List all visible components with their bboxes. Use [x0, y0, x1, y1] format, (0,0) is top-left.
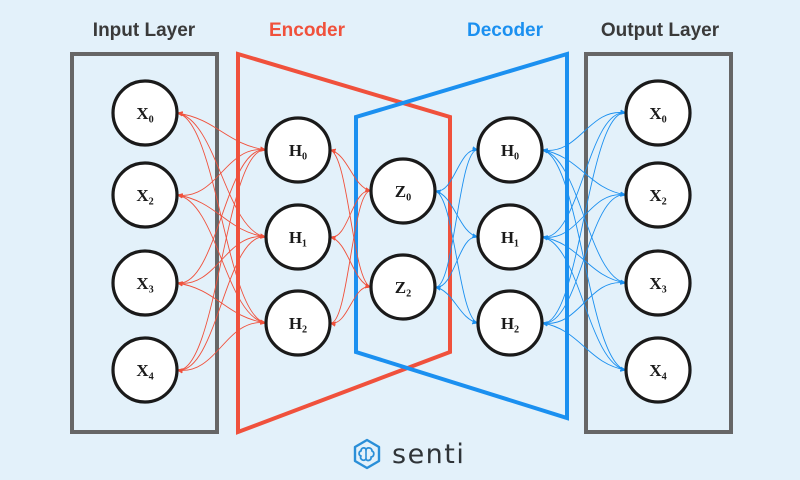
connection-arrow — [176, 146, 267, 374]
brain-icon — [353, 438, 381, 470]
connection-arrow — [434, 189, 479, 325]
node-label: X₄ — [649, 361, 666, 380]
node-label: X₃ — [136, 274, 153, 293]
decoder-hidden-node: H₂ — [476, 289, 544, 357]
encoder-hidden-node: H₀ — [264, 116, 332, 184]
brand-name: senti — [392, 438, 466, 470]
input-node: X₂ — [111, 161, 179, 229]
output-node: X₃ — [624, 249, 692, 317]
node-circle — [264, 203, 332, 271]
connection-arrow — [176, 111, 267, 325]
encoder-title: Encoder — [268, 20, 346, 41]
input-node: X₀ — [111, 79, 179, 147]
connection-arrow — [176, 319, 267, 374]
connection-arrow — [434, 146, 479, 195]
node-label: H₁ — [501, 228, 519, 247]
node-circle — [264, 289, 332, 357]
connection-arrow — [434, 233, 479, 291]
latent-node: Z₀ — [369, 157, 437, 225]
node-label: X₄ — [136, 361, 153, 380]
decoder-hidden-node: H₁ — [476, 203, 544, 271]
node-label: X₂ — [649, 186, 666, 205]
latent-node: Z₂ — [369, 253, 437, 321]
connections — [176, 109, 627, 374]
node-label: H₀ — [289, 141, 307, 160]
node-label: H₁ — [289, 228, 307, 247]
output-layer-title: Output Layer — [600, 20, 720, 41]
node-circle — [624, 79, 692, 147]
node-label: H₀ — [501, 141, 519, 160]
node-circle — [624, 161, 692, 229]
node-label: H₂ — [501, 314, 519, 333]
input-node: X₄ — [111, 336, 179, 404]
node-circle — [369, 253, 437, 321]
node-circle — [624, 336, 692, 404]
node-label: X₀ — [136, 104, 153, 123]
encoder-hidden-node: H₁ — [264, 203, 332, 271]
connection-arrow — [541, 321, 627, 372]
node-label: X₂ — [136, 186, 153, 205]
node-circle — [111, 79, 179, 147]
node-label: X₃ — [649, 274, 666, 293]
node-circle — [264, 116, 332, 184]
node-circle — [476, 289, 544, 357]
brand-logo: senti — [350, 436, 465, 472]
node-label: Z₂ — [395, 278, 411, 297]
decoder-title: Decoder — [466, 20, 544, 41]
output-node: X₀ — [624, 79, 692, 147]
input-node: X₃ — [111, 249, 179, 317]
connection-arrow — [329, 187, 372, 241]
node-circle — [111, 336, 179, 404]
connection-arrow — [176, 146, 267, 199]
connection-arrow — [329, 283, 372, 327]
input-layer-title: Input Layer — [92, 20, 196, 41]
output-node: X₄ — [624, 336, 692, 404]
output-node: X₂ — [624, 161, 692, 229]
node-circle — [369, 157, 437, 225]
node-circle — [476, 116, 544, 184]
connection-arrow — [176, 146, 267, 287]
connection-arrow — [434, 285, 479, 325]
connection-arrow — [176, 111, 267, 152]
node-circle — [111, 161, 179, 229]
node-circle — [476, 203, 544, 271]
decoder-hidden-node: H₀ — [476, 116, 544, 184]
node-label: Z₀ — [395, 182, 411, 201]
node-label: H₂ — [289, 314, 307, 333]
connection-arrow — [329, 187, 372, 327]
node-label: X₀ — [649, 104, 666, 123]
node-circle — [111, 249, 179, 317]
node-circle — [624, 249, 692, 317]
encoder-hidden-node: H₂ — [264, 289, 332, 357]
connection-arrow — [176, 233, 267, 374]
